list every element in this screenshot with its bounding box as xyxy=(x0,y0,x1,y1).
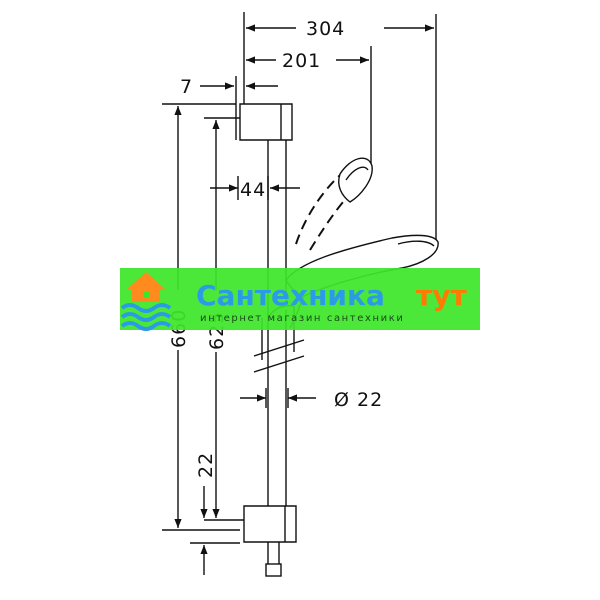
watermark-tagline: интернет магазин сантехники xyxy=(200,313,404,324)
dim-clamp-offset xyxy=(210,176,300,200)
dim-handle-reach xyxy=(246,46,372,168)
top-wall-bracket xyxy=(239,103,293,141)
watermark-brand-suffix: тут xyxy=(416,279,467,312)
dim-bottom-offset xyxy=(190,486,240,575)
dim-bracket-spacing xyxy=(204,117,244,521)
house-logo-icon xyxy=(120,272,172,331)
dim-total-width xyxy=(243,12,437,240)
watermark-banner: Сантехника тут интернет магазин сантехни… xyxy=(120,268,480,331)
dim-rail-diameter-label: Ø 22 xyxy=(334,389,383,411)
bottom-wall-bracket xyxy=(243,505,297,543)
dim-wall-offset xyxy=(200,76,278,140)
watermark-brand-name: Сантехника xyxy=(196,279,385,312)
dim-total-width-label: 304 xyxy=(306,18,345,40)
dim-rail-height xyxy=(162,103,240,531)
dim-rail-diameter xyxy=(240,388,316,408)
dim-clamp-offset-label: 44 xyxy=(240,179,266,201)
dim-bottom-offset-label: 22 xyxy=(195,452,217,478)
dim-handle-reach-label: 201 xyxy=(282,50,321,72)
hand-shower-head-upper xyxy=(338,157,373,203)
hose-connector xyxy=(265,542,282,577)
dim-wall-offset-label: 7 xyxy=(180,76,193,98)
